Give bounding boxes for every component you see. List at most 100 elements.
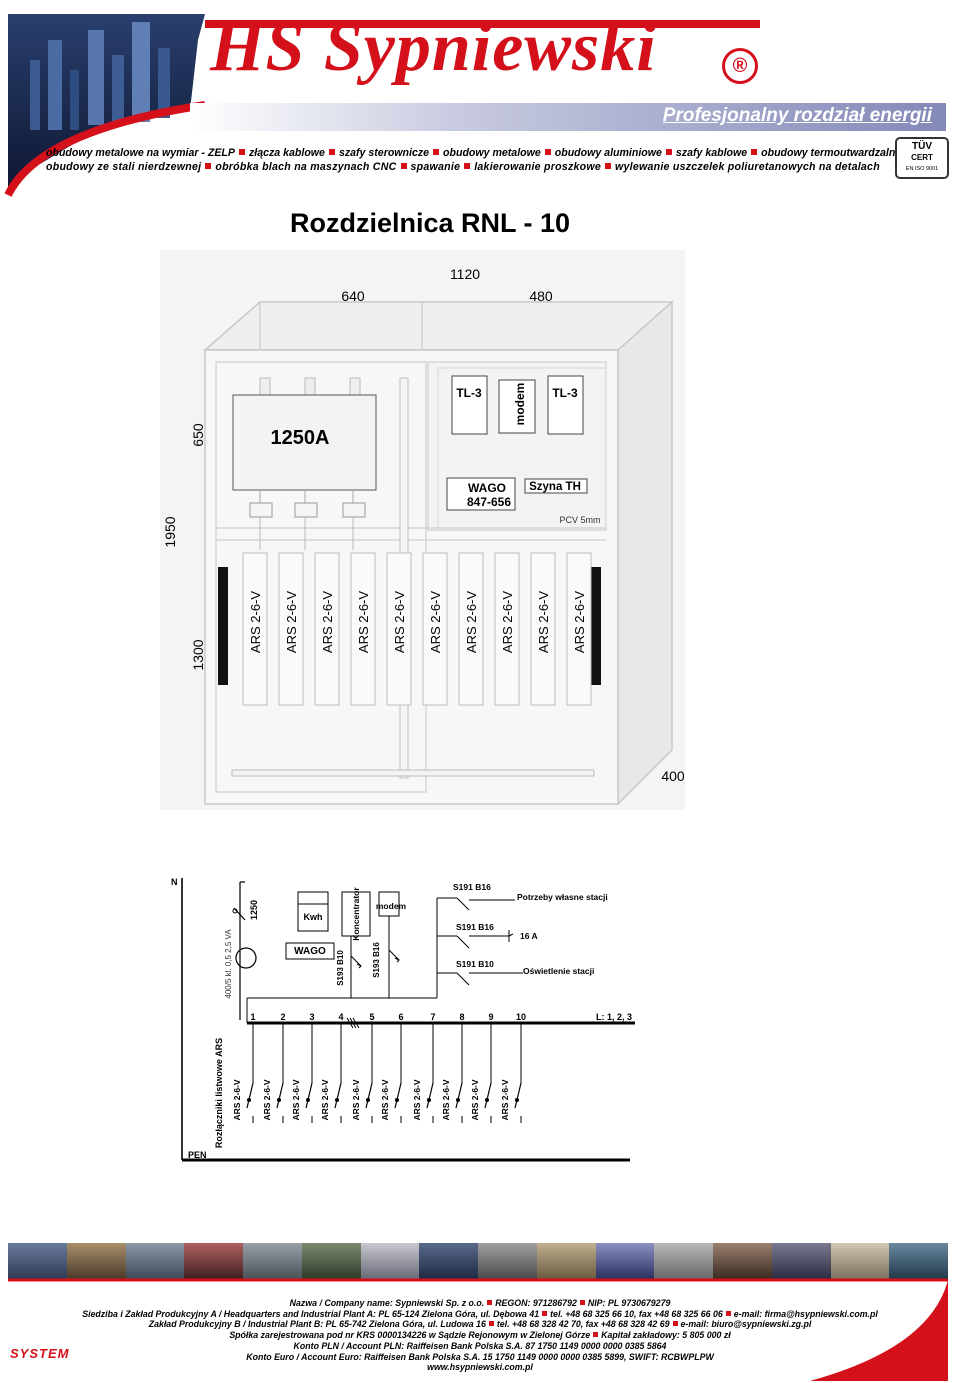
service-item-2: szafy sterownicze xyxy=(338,147,430,159)
ars-branch-label: ARS 2-6-V xyxy=(380,1079,390,1120)
wago-block xyxy=(446,477,516,511)
ars-branch-label: ARS 2-6-V xyxy=(412,1079,422,1120)
ars-branch-label: ARS 2-6-V xyxy=(291,1079,301,1120)
page-header: HS Sypniewski ® Profesjonalny rozdział e… xyxy=(0,0,960,200)
ars-module: ARS 2-6-V xyxy=(314,552,340,706)
ars-module: ARS 2-6-V xyxy=(422,552,448,706)
ars-branch: ARS 2-6-V xyxy=(262,1023,284,1123)
bus-number: 6 xyxy=(398,1012,403,1022)
ars-module: ARS 2-6-V xyxy=(530,552,556,706)
ars-module: ARS 2-6-V xyxy=(494,552,520,706)
company-footer: Nazwa / Company name: Sypniewski Sp. z o… xyxy=(0,1298,960,1373)
service-item-5: szafy kablowe xyxy=(675,147,748,159)
schematic-diagram: N PEN 1250 400/5 kl. 0,5 2,5 VA Kwh WAGO… xyxy=(165,868,685,1168)
service-item-6: obudowy termoutwardzalne xyxy=(761,147,902,159)
svg-text:WAGO: WAGO xyxy=(294,946,326,957)
service-item-0: obudowy metalowe na wymiar - ZELP xyxy=(46,147,235,159)
ars-branch: ARS 2-6-V xyxy=(320,1023,342,1123)
svg-text:N: N xyxy=(171,877,178,887)
ars-module-label: ARS 2-6-V xyxy=(320,591,335,653)
system-logo: SYSTEM xyxy=(10,1346,70,1361)
bus-number: 2 xyxy=(280,1012,285,1022)
bus-number: 4 xyxy=(338,1012,343,1022)
dim-left: 640 xyxy=(341,288,365,304)
svg-text:Oświetlenie stacji: Oświetlenie stacji xyxy=(523,966,594,976)
ars-branch-label: ARS 2-6-V xyxy=(232,1079,242,1120)
bus-number: 7 xyxy=(430,1012,435,1022)
tagline-bar: Profesjonalny rozdział energii xyxy=(190,103,946,131)
ars-module-label: ARS 2-6-V xyxy=(356,591,371,653)
dim-height: 1950 xyxy=(162,516,178,547)
ars-module-label: ARS 2-6-V xyxy=(428,591,443,653)
svg-text:S191 B16: S191 B16 xyxy=(453,882,491,892)
ars-module-label: ARS 2-6-V xyxy=(572,591,587,653)
email-link-firma[interactable]: e-mail: firma@hsypniewski.com.pl xyxy=(733,1308,878,1319)
cabinet-top xyxy=(203,301,674,351)
service-item-b-4: wylewanie uszczelek poliuretanowych na d… xyxy=(615,161,880,173)
ars-branch: ARS 2-6-V xyxy=(470,1023,492,1123)
svg-text:S191 B10: S191 B10 xyxy=(456,959,494,969)
page-title: Rozdzielnica RNL - 10 xyxy=(289,208,571,238)
szyna-th-rail xyxy=(524,478,588,494)
tuv-cert-badge: TÜV CERT EN ISO 9001 xyxy=(895,137,949,179)
right-end-bar xyxy=(591,567,601,685)
bus-number: 3 xyxy=(309,1012,314,1022)
svg-text:modem: modem xyxy=(376,901,407,911)
bus-number: 5 xyxy=(369,1012,374,1022)
current-transformer xyxy=(235,947,257,969)
dim-width: 1120 xyxy=(450,266,480,282)
svg-text:Kwh: Kwh xyxy=(304,912,323,922)
dim-depth: 400 xyxy=(661,768,685,784)
svg-text:modem: modem xyxy=(513,383,527,426)
ars-branch-label: ARS 2-6-V xyxy=(441,1079,451,1120)
svg-text:847-656: 847-656 xyxy=(467,495,511,509)
ars-branch-label: ARS 2-6-V xyxy=(262,1079,272,1120)
koncentrator xyxy=(341,891,371,937)
brand-logo: HS Sypniewski xyxy=(210,9,657,86)
ars-module: ARS 2-6-V xyxy=(386,552,412,706)
dim-bottom-section: 1300 xyxy=(190,639,206,670)
svg-text:PEN: PEN xyxy=(188,1150,207,1160)
svg-text:S193 B16: S193 B16 xyxy=(372,942,381,978)
ars-module: ARS 2-6-V xyxy=(566,552,592,706)
svg-text:WAGO: WAGO xyxy=(468,481,506,495)
ars-module: ARS 2-6-V xyxy=(278,552,304,706)
product-photo-strip xyxy=(8,1243,948,1279)
pcv-label: PCV 5mm xyxy=(559,515,600,525)
services-line-2: obudowy ze stali nierdzewnej obróbka blac… xyxy=(46,160,886,174)
tl3-right-device xyxy=(547,375,584,435)
dim-top-section: 650 xyxy=(190,423,206,447)
main-breaker xyxy=(232,394,377,491)
email-link-biuro[interactable]: e-mail: biuro@sypniewski.zg.pl xyxy=(680,1319,812,1330)
service-item-b-3: lakierowanie proszkowe xyxy=(474,161,602,173)
ars-branch: ARS 2-6-V xyxy=(351,1023,373,1123)
cabinet-side xyxy=(617,300,673,806)
breaker-label: 1250A xyxy=(271,427,330,449)
wago-terminal xyxy=(285,942,335,960)
service-item-1: złącza kablowe xyxy=(248,147,325,159)
ars-branch-label: ARS 2-6-V xyxy=(351,1079,361,1120)
bus-number: 1 xyxy=(250,1012,255,1022)
modem-device xyxy=(498,379,536,434)
service-item-b-1: obróbka blach na maszynach CNC xyxy=(215,161,397,173)
svg-text:TL-3: TL-3 xyxy=(456,386,482,400)
svg-text:L: 1, 2, 3: L: 1, 2, 3 xyxy=(596,1012,632,1022)
header-graphics xyxy=(4,14,760,197)
svg-text:400/5 kl. 0,5 2,5 VA: 400/5 kl. 0,5 2,5 VA xyxy=(224,929,233,999)
svg-text:S191 B16: S191 B16 xyxy=(456,922,494,932)
ars-module-label: ARS 2-6-V xyxy=(284,591,299,653)
services-line-1: obudowy metalowe na wymiar - ZELP złącza … xyxy=(46,146,901,160)
ars-branch: ARS 2-6-V xyxy=(412,1023,434,1123)
ars-branch: ARS 2-6-V xyxy=(380,1023,402,1123)
service-item-b-0: obudowy ze stali nierdzewnej xyxy=(46,161,202,173)
bus-number: 9 xyxy=(488,1012,493,1022)
ars-modules: ARS 2-6-V ARS 2-6-V ARS 2-6-V ARS 2-6-V ARS … xyxy=(242,552,592,706)
website-link[interactable]: www.hsypniewski.com.pl xyxy=(427,1362,533,1373)
service-item-b-2: spawanie xyxy=(410,161,461,173)
ars-module: ARS 2-6-V xyxy=(242,552,268,706)
svg-text:16 A: 16 A xyxy=(520,931,538,941)
ars-module: ARS 2-6-V xyxy=(458,552,484,706)
cabinet-drawing: 1250A TL-3 modem TL-3 WAGO 847-656 Szyna… xyxy=(160,250,685,810)
ars-branch-label: ARS 2-6-V xyxy=(320,1079,330,1120)
